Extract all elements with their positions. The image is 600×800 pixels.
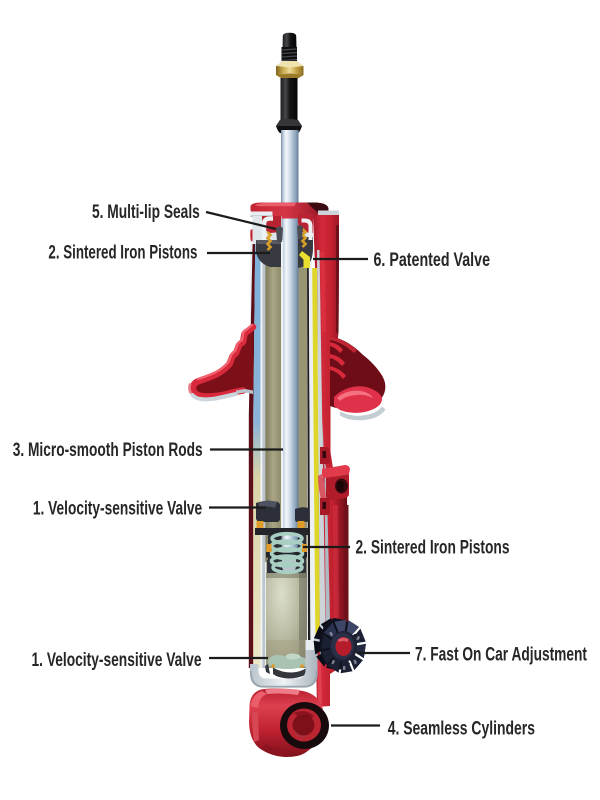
svg-text:6. Patented Valve: 6. Patented Valve xyxy=(374,249,491,271)
svg-text:7. Fast On Car Adjustment: 7. Fast On Car Adjustment xyxy=(415,644,587,666)
svg-text:2. Sintered Iron Pistons: 2. Sintered Iron Pistons xyxy=(48,242,197,264)
svg-text:1. Velocity-sensitive Valve: 1. Velocity-sensitive Valve xyxy=(33,498,202,520)
svg-text:2. Sintered Iron Pistons: 2. Sintered Iron Pistons xyxy=(356,537,510,559)
svg-text:3. Micro-smooth Piston Rods: 3. Micro-smooth Piston Rods xyxy=(13,439,203,461)
svg-text:5. Multi-lip Seals: 5. Multi-lip Seals xyxy=(92,201,200,223)
svg-text:1. Velocity-sensitive Valve: 1. Velocity-sensitive Valve xyxy=(32,649,202,671)
svg-text:4. Seamless Cylinders: 4. Seamless Cylinders xyxy=(388,718,535,740)
